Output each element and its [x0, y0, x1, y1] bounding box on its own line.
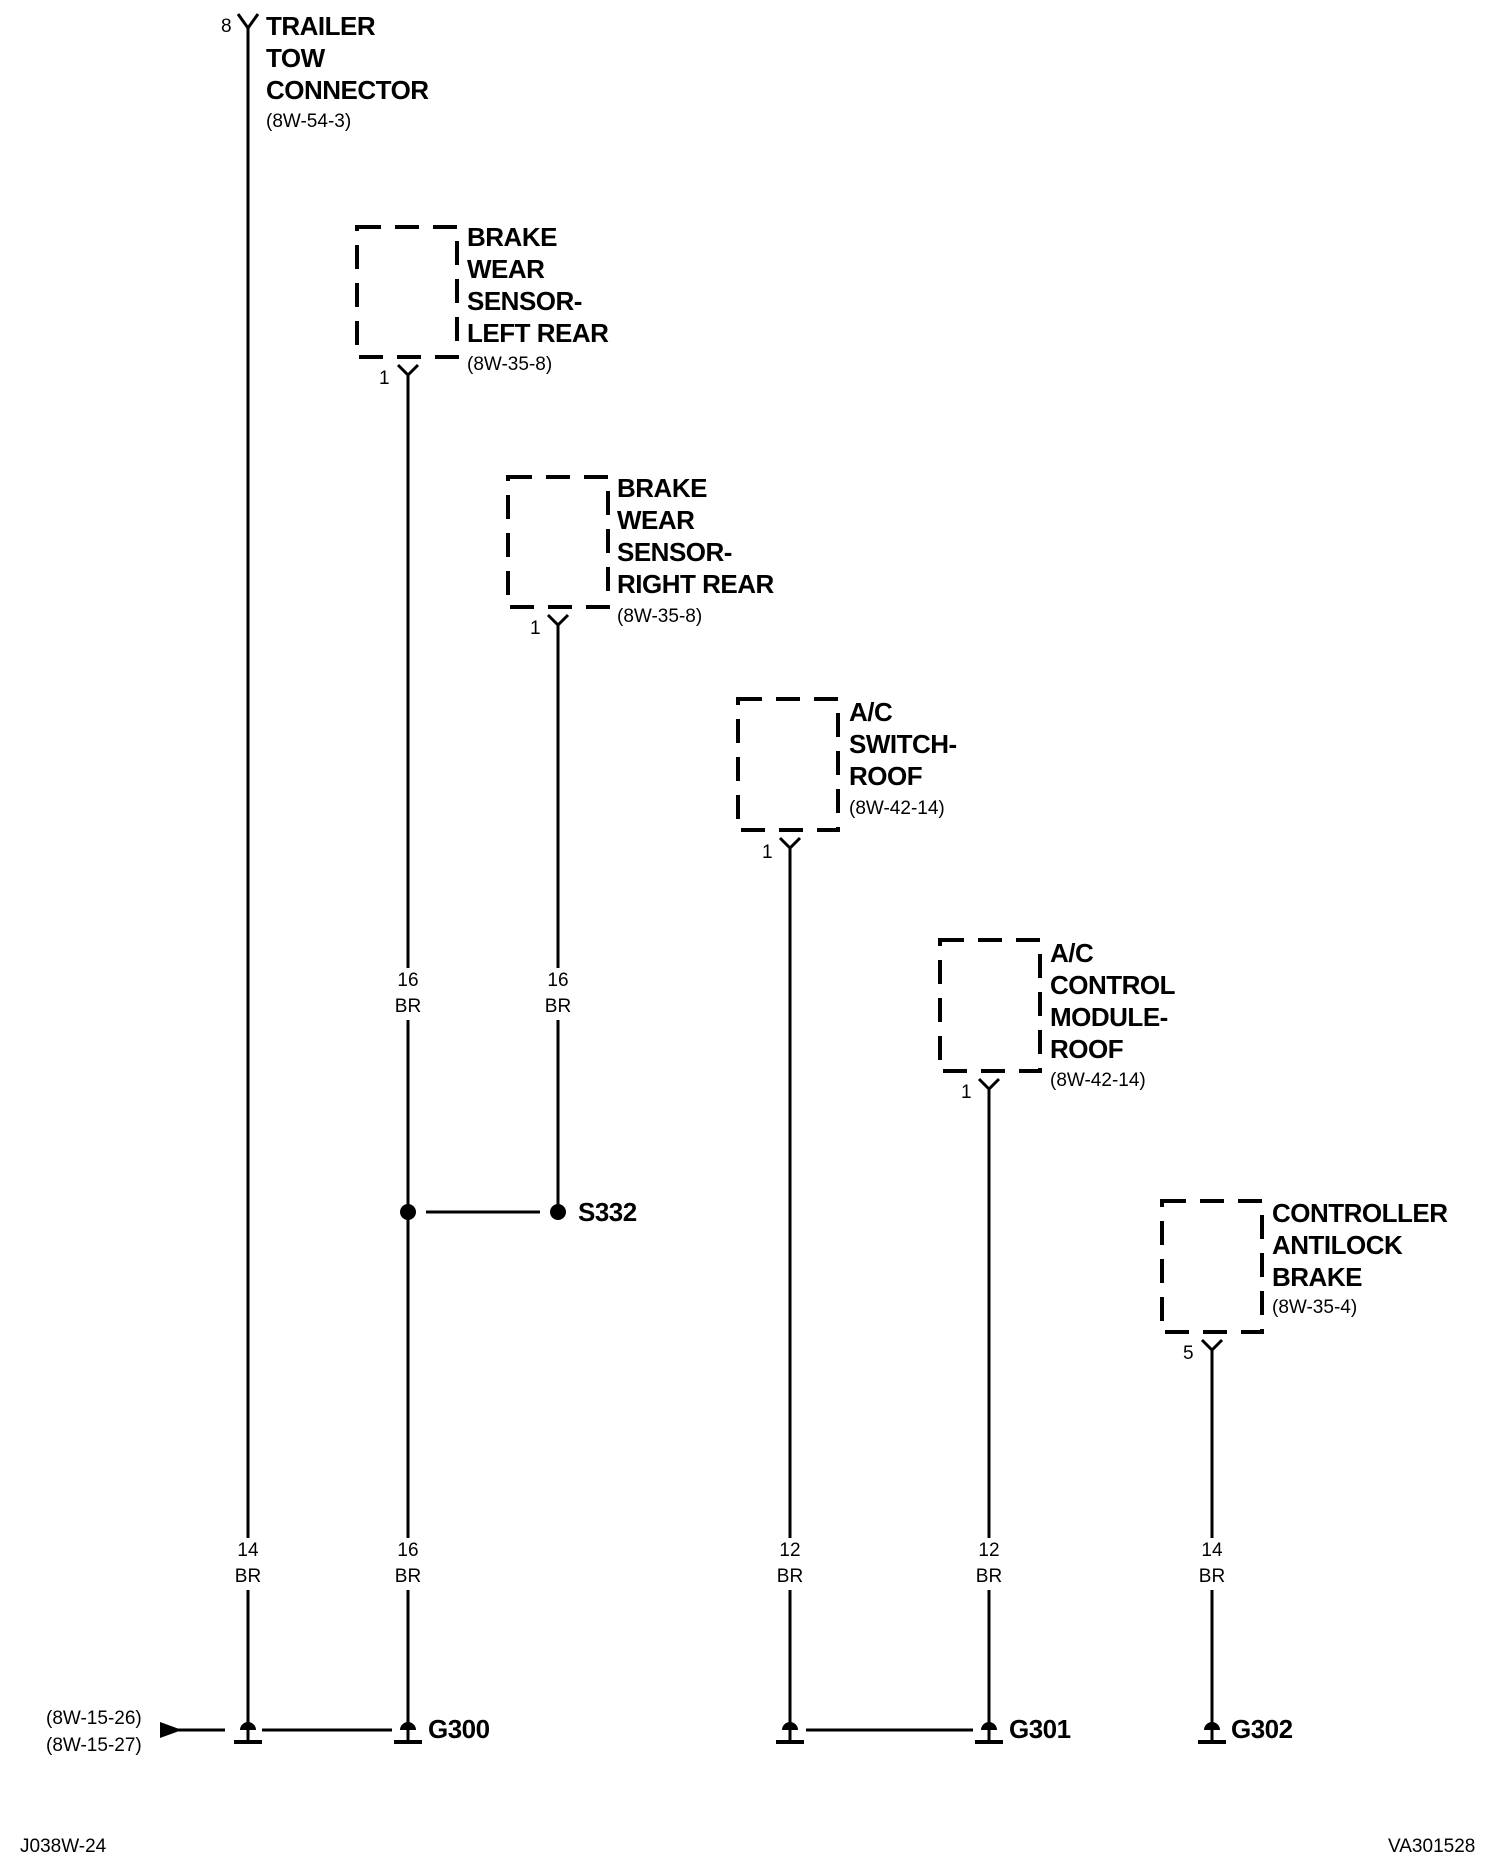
- ac-switch-roof: 1 A/C SWITCH- ROOF (8W-42-14): [736, 697, 957, 1742]
- component-box: [938, 938, 1042, 1073]
- wire-color: BR: [235, 1566, 261, 1587]
- connector-name-line: SENSOR-: [617, 537, 732, 567]
- component-box: [355, 225, 459, 359]
- pin-number: 1: [379, 368, 390, 389]
- reference-label: (8W-15-26): [46, 1708, 142, 1729]
- pin-number: 1: [762, 842, 773, 863]
- connector-name-line: A/C: [1050, 938, 1094, 968]
- connector-name-line: SENSOR-: [467, 286, 582, 316]
- wire-gauge: 16: [547, 970, 568, 991]
- wire-color: BR: [1199, 1566, 1225, 1587]
- ground-icon: [782, 1722, 798, 1730]
- ground-label: G302: [1231, 1714, 1293, 1744]
- wire-gauge: 12: [779, 1540, 800, 1561]
- brake-wear-sensor-right-rear: 1 BRAKE WEAR SENSOR- RIGHT REAR (8W-35-8…: [506, 473, 775, 1212]
- connector-name-line: ANTILOCK: [1272, 1230, 1403, 1260]
- wire-color: BR: [395, 1566, 421, 1587]
- ground-g301: G301: [776, 1714, 1071, 1744]
- connector-name-line: RIGHT REAR: [617, 569, 775, 599]
- component-box: [736, 697, 840, 832]
- wire-gauge: 14: [1201, 1540, 1223, 1561]
- component-box: [1160, 1199, 1264, 1334]
- wire-color: BR: [545, 996, 571, 1017]
- ground-icon: [1204, 1722, 1220, 1730]
- connector-name-line: ROOF: [1050, 1034, 1123, 1064]
- pin-number: 5: [1183, 1343, 1194, 1364]
- ground-label: G301: [1009, 1714, 1071, 1744]
- controller-antilock-brake: 5 CONTROLLER ANTILOCK BRAKE (8W-35-4): [1160, 1198, 1449, 1742]
- pin-number: 1: [961, 1082, 972, 1103]
- ac-control-module-roof: 1 A/C CONTROL MODULE- ROOF (8W-42-14): [938, 938, 1176, 1742]
- ground-icon: [981, 1722, 997, 1730]
- connector-ref: (8W-35-8): [617, 606, 702, 627]
- connector-name-line: SWITCH-: [849, 729, 957, 759]
- wire-gauge: 14: [237, 1540, 259, 1561]
- connector-name-line: CONTROLLER: [1272, 1198, 1448, 1228]
- wire-color: BR: [777, 1566, 803, 1587]
- connector-pin-symbol: [396, 363, 420, 1742]
- wire-labels: 16 BR 16 BR 14 BR 16 BR 12 BR 12 BR 14 B…: [232, 968, 1228, 1590]
- reference-label: (8W-15-27): [46, 1735, 142, 1756]
- connector-name-line: CONNECTOR: [266, 75, 429, 105]
- wire-gauge: 12: [978, 1540, 999, 1561]
- wire-color: BR: [395, 996, 421, 1017]
- connector-name-line: CONTROL: [1050, 970, 1176, 1000]
- left-references: (8W-15-26) (8W-15-27): [46, 1708, 142, 1756]
- connector-ref: (8W-35-4): [1272, 1297, 1357, 1318]
- connector-ref: (8W-42-14): [1050, 1070, 1146, 1091]
- connector-name-line: WEAR: [467, 254, 545, 284]
- ground-label: G300: [428, 1714, 490, 1744]
- connector-pin-symbol: [778, 836, 802, 1742]
- pin-number: 1: [530, 618, 541, 639]
- connector-name-line: ROOF: [849, 761, 922, 791]
- splice-s332: S332: [400, 1197, 637, 1227]
- connector-pin-symbol: [236, 13, 260, 1742]
- footer-left-id: J038W-24: [20, 1836, 107, 1857]
- ground-icon: [400, 1722, 416, 1730]
- connector-name-line: WEAR: [617, 505, 695, 535]
- connector-name-line: BRAKE: [467, 222, 557, 252]
- brake-wear-sensor-left-rear: 1 BRAKE WEAR SENSOR- LEFT REAR (8W-35-8): [355, 222, 610, 1742]
- ground-g300: G300: [160, 1714, 490, 1744]
- trailer-tow-connector: 8 TRAILER TOW CONNECTOR (8W-54-3): [221, 11, 430, 1742]
- connector-name-line: TRAILER: [266, 11, 376, 41]
- connector-name-line: BRAKE: [1272, 1262, 1362, 1292]
- splice-label: S332: [578, 1197, 637, 1227]
- component-box: [506, 475, 610, 609]
- splice-dot: [550, 1204, 566, 1220]
- connector-pin-symbol: [977, 1077, 1001, 1742]
- connector-name-line: LEFT REAR: [467, 318, 609, 348]
- ground-g302: G302: [1198, 1714, 1293, 1744]
- ground-icon: [240, 1722, 256, 1730]
- connector-ref: (8W-42-14): [849, 798, 945, 819]
- wire-gauge: 16: [397, 970, 418, 991]
- arrow-icon: [160, 1722, 182, 1738]
- connector-name-line: TOW: [266, 43, 326, 73]
- connector-name-line: BRAKE: [617, 473, 707, 503]
- connector-ref: (8W-54-3): [266, 111, 351, 132]
- splice-dot: [400, 1204, 416, 1220]
- connector-ref: (8W-35-8): [467, 354, 552, 375]
- connector-name-line: MODULE-: [1050, 1002, 1168, 1032]
- wire-gauge: 16: [397, 1540, 418, 1561]
- connector-name-line: A/C: [849, 697, 893, 727]
- connector-pin-symbol: [546, 613, 570, 1212]
- pin-number: 8: [221, 16, 232, 37]
- wire-color: BR: [976, 1566, 1002, 1587]
- footer-right-id: VA301528: [1388, 1836, 1475, 1857]
